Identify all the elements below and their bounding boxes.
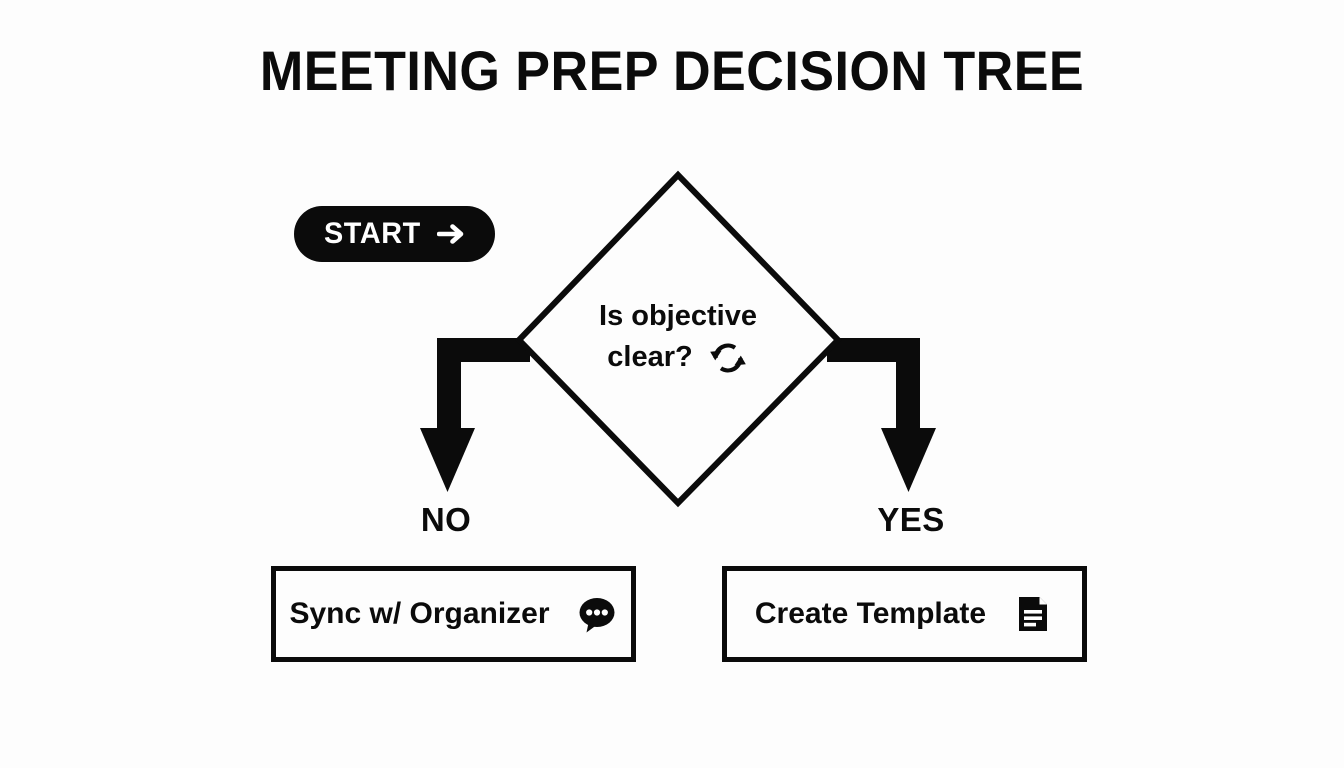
outcome-label-sync: Sync w/ Organizer	[289, 597, 550, 630]
connector-yes-arrow	[827, 338, 936, 492]
decision-diamond	[514, 170, 843, 508]
chat-bubble-dots-icon	[576, 593, 618, 635]
page-title: MEETING PREP DECISION TREE	[259, 39, 1085, 102]
connector-no-arrow	[420, 338, 530, 492]
outcome-label-template: Create Template	[754, 597, 987, 630]
outcome-box-create-template[interactable]: Create Template	[722, 566, 1087, 662]
branch-label-yes: YES	[877, 501, 945, 538]
start-badge[interactable]: START	[294, 206, 495, 262]
decision-question-line1: Is objective	[599, 300, 757, 332]
decision-question: Is objective clear?	[548, 298, 808, 379]
branch-label-no: NO	[420, 501, 472, 538]
arrow-right-icon	[436, 221, 467, 247]
document-lines-icon	[1012, 593, 1054, 635]
outcome-box-sync-with-organizer[interactable]: Sync w/ Organizer	[271, 566, 636, 662]
start-badge-label: START	[324, 217, 421, 250]
refresh-cycle-icon	[707, 337, 749, 379]
decision-question-line2: clear?	[607, 340, 693, 373]
